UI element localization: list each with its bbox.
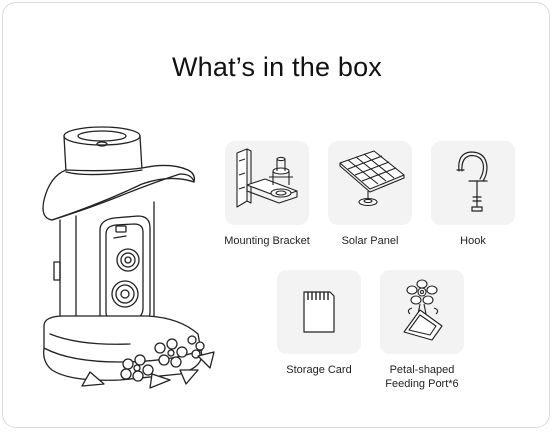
hook-tile	[431, 141, 515, 225]
hook-icon	[456, 151, 488, 212]
mounting-bracket-label: Mounting Bracket	[224, 235, 310, 247]
mounting-bracket-tile	[225, 141, 309, 225]
mounting-bracket-icon	[236, 148, 298, 208]
feeding-port-label-line2: Feeding Port*6	[385, 378, 459, 390]
bird-feeder-camera-image	[30, 112, 220, 397]
storage-card-icon	[303, 291, 335, 333]
petal-feeding-port-icon	[403, 279, 443, 341]
storage-card-label: Storage Card	[286, 364, 352, 376]
page-title: What’s in the box	[171, 52, 382, 82]
solar-panel-icon	[339, 150, 405, 207]
solar-panel-tile	[328, 141, 412, 225]
hook-label: Hook	[460, 235, 486, 247]
storage-card-tile	[277, 270, 361, 354]
feeding-port-label: Petal-shaped Feeding Port*6	[368, 363, 476, 391]
feeding-port-tile	[380, 270, 464, 354]
feeding-port-label-line1: Petal-shaped	[389, 364, 455, 376]
solar-panel-label: Solar Panel	[341, 235, 399, 247]
